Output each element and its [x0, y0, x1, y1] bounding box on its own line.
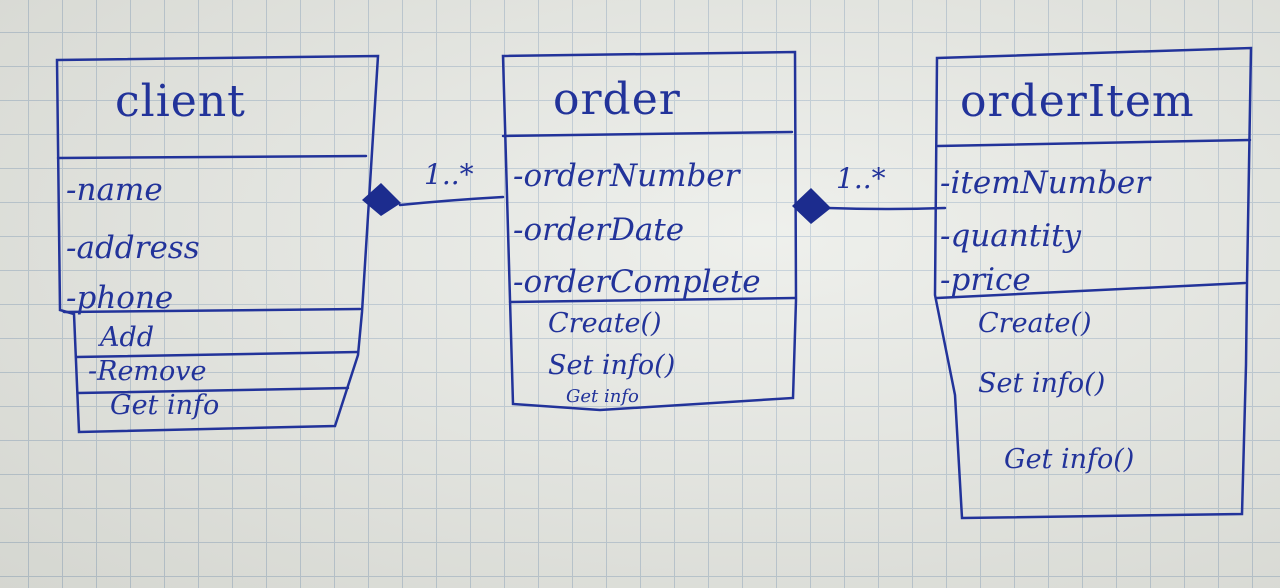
- orderitem-attr-divider: [935, 281, 1247, 300]
- order-box: [501, 50, 798, 412]
- client-class-name: client: [115, 76, 246, 127]
- order-method-create: Create(): [548, 308, 662, 339]
- client-composition-diamond: [362, 183, 401, 216]
- order-class-name: order: [553, 74, 681, 125]
- orderitem-attr-itemnumber: -itemNumber: [940, 165, 1151, 201]
- orderitem-method-getinfo: Get info(): [1004, 444, 1135, 475]
- order-attr-ordernumber: -orderNumber: [513, 158, 740, 194]
- orderitem-method-setinfo: Set info(): [978, 368, 1106, 399]
- order-attr-ordercomplete: -orderComplete: [513, 264, 761, 300]
- order-attr-divider: [508, 296, 797, 304]
- client-order-link: [398, 195, 505, 207]
- orderitem-box: [933, 46, 1253, 520]
- orderitem-method-create: Create(): [978, 308, 1092, 339]
- client-method-remove: -Remove: [88, 356, 207, 387]
- order-method-setinfo: Set info(): [548, 350, 676, 381]
- order-composition-diamond: [792, 188, 831, 224]
- client-name-divider: [56, 154, 368, 160]
- client-attr-address: -address: [66, 230, 200, 266]
- client-method-getinfo: Get info: [110, 390, 220, 421]
- order-attr-orderdate: -orderDate: [513, 212, 685, 248]
- client-attr-divider: [62, 307, 362, 314]
- orderitem-attr-price: -price: [940, 262, 1031, 298]
- order-orderitem-multiplicity: 1..*: [836, 162, 886, 195]
- order-name-divider: [501, 130, 794, 138]
- client-method-add: Add: [100, 322, 155, 353]
- order-method-getinfo: Get info: [566, 386, 639, 407]
- orderitem-class-name: orderItem: [960, 76, 1195, 127]
- client-method-divider-2: [76, 386, 350, 395]
- client-order-multiplicity: 1..*: [424, 158, 474, 191]
- orderitem-attr-quantity: -quantity: [940, 218, 1082, 254]
- client-attr-phone: -phone: [66, 280, 174, 316]
- order-orderitem-link: [826, 206, 947, 211]
- orderitem-name-divider: [936, 138, 1252, 148]
- client-attr-name: -name: [66, 172, 163, 208]
- client-method-divider-1: [74, 350, 360, 359]
